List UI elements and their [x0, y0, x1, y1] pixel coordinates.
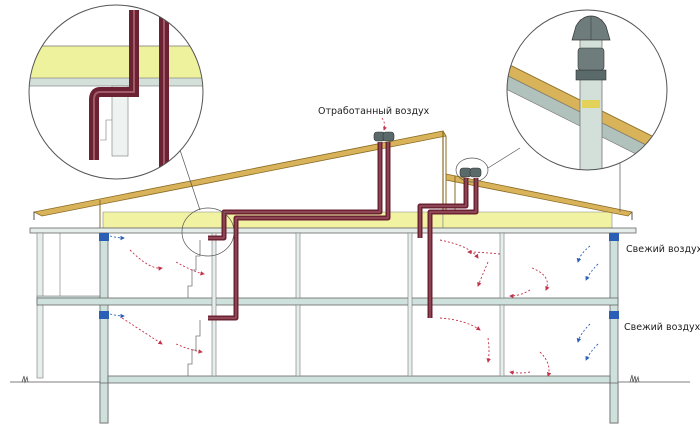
ground-floor-slab — [107, 375, 611, 384]
window-left-lower — [99, 311, 109, 319]
fresh-air-arrows — [109, 235, 599, 361]
roof-deflectors — [373, 131, 482, 178]
window-right-upper — [609, 233, 619, 241]
right-detail-callout — [455, 9, 668, 212]
fresh-air-label-upper: Свежий воздух — [626, 244, 700, 255]
window-left-upper — [99, 233, 109, 241]
airflow-arrows — [121, 239, 552, 377]
window-right-lower — [609, 311, 619, 319]
ceiling-slab — [29, 227, 637, 234]
right-roof — [445, 173, 633, 217]
grass — [21, 374, 640, 384]
fresh-air-label-lower: Свежий воздух — [624, 322, 700, 333]
exhaust-air-pointer — [381, 117, 387, 131]
left-detail-callout — [28, 4, 235, 257]
house-section — [10, 130, 690, 424]
exhaust-ducts — [208, 142, 479, 321]
middle-floor-slab — [36, 297, 619, 306]
left-detail-circle — [28, 4, 204, 180]
right-detail-circle — [506, 9, 668, 171]
staircase — [187, 240, 201, 298]
exhaust-air-label: Отработанный воздух — [318, 106, 430, 117]
